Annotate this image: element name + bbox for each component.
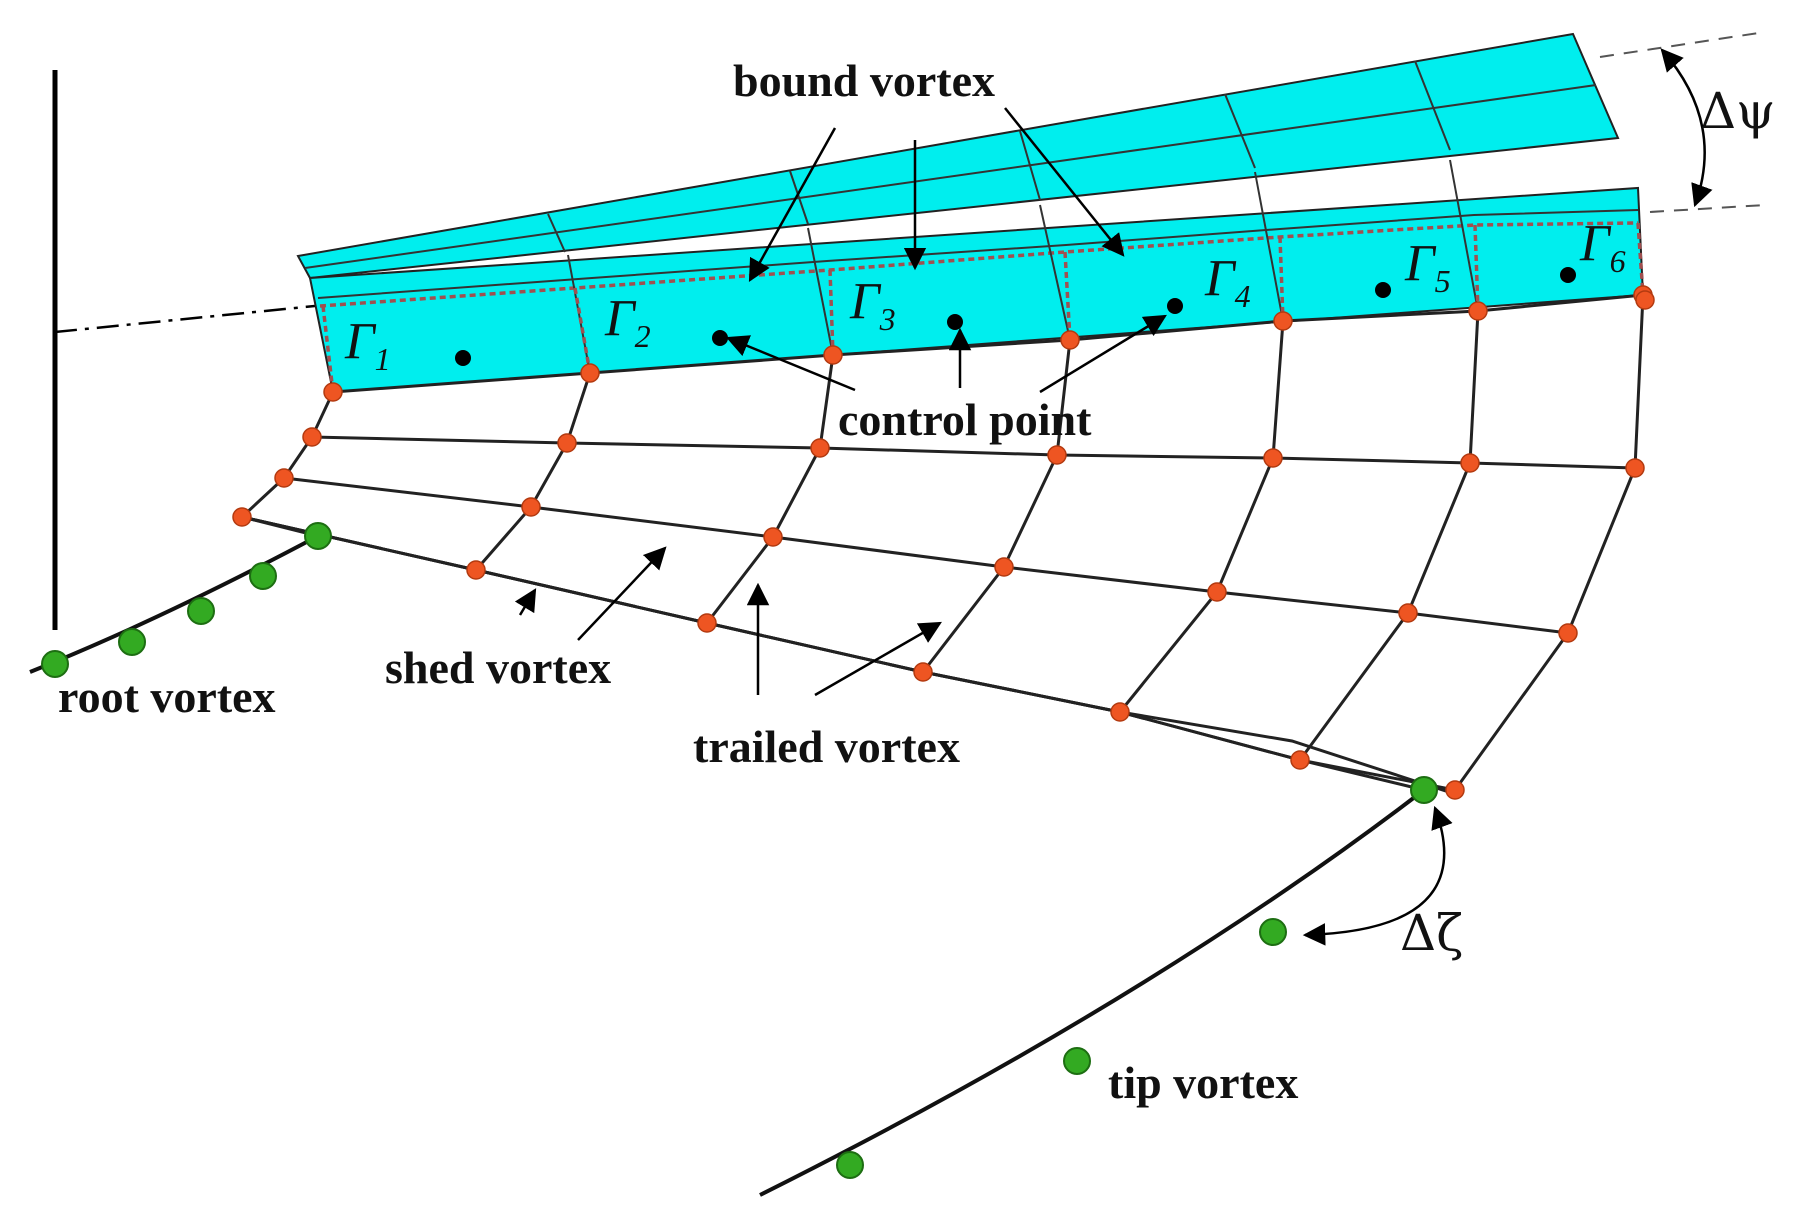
delta-psi-label: Δψ [1700, 82, 1775, 140]
circulation-label: Γ1 [344, 313, 391, 377]
control-point-dot [1167, 298, 1183, 314]
wake-node [1635, 290, 1655, 310]
wake-node [1290, 750, 1310, 770]
delta-zeta-arc [1302, 805, 1453, 946]
wake-node [232, 507, 252, 527]
wake-node [1110, 702, 1130, 722]
trailed-vortex-label: trailed vortex [693, 721, 960, 772]
wake-node [1273, 311, 1293, 331]
wake-node [323, 382, 343, 402]
wake-node [1468, 301, 1488, 321]
vortex-node [41, 650, 69, 678]
wake-node [557, 433, 577, 453]
control-point-dot [1560, 267, 1576, 283]
wake-node [521, 497, 541, 517]
control-point-dot [1375, 282, 1391, 298]
azimuth-ref-line-upper [1599, 31, 1766, 58]
wake-node [994, 557, 1014, 577]
control-point-label: control point [838, 394, 1092, 445]
vortex-node [836, 1151, 864, 1179]
reference-dashdot-line [54, 303, 326, 334]
wake-node [274, 468, 294, 488]
root-vortex-label: root vortex [58, 671, 276, 722]
wake-node [302, 427, 322, 447]
control-point-dot [455, 350, 471, 366]
control-points [455, 267, 1576, 366]
wake-node [580, 363, 600, 383]
circulation-label: Γ4 [1204, 250, 1251, 314]
wake-node [913, 662, 933, 682]
wake-node [1625, 458, 1645, 478]
shed-vortex-label: shed vortex [385, 642, 611, 693]
vortex-node [118, 628, 146, 656]
label-arrows [514, 107, 1167, 697]
wake-node [466, 560, 486, 580]
wake-node [1558, 623, 1578, 643]
delta-psi-arc [1660, 48, 1713, 208]
tip-vortex-label: tip vortex [1108, 1057, 1298, 1108]
circulation-labels: Γ1 Γ2 Γ3 Γ4 Γ5 Γ6 [344, 215, 1626, 377]
tip-vortex-curve [759, 788, 1426, 1197]
wake-node [763, 527, 783, 547]
previous-blade [296, 32, 1620, 280]
wake-node [1398, 603, 1418, 623]
root-vortex-curve [29, 534, 319, 674]
control-point-dot [712, 330, 728, 346]
vortex-node [1063, 1047, 1091, 1075]
wake-nodes [232, 285, 1655, 800]
wake-node [697, 613, 717, 633]
wake-node [1445, 780, 1465, 800]
circulation-label: Γ2 [604, 290, 651, 354]
vortex-node [1410, 776, 1438, 804]
control-point-dot [947, 314, 963, 330]
vortex-node [187, 597, 215, 625]
vortex-nodes [41, 522, 1438, 1179]
bound-vortex-label: bound vortex [733, 55, 995, 106]
wake-node [1460, 453, 1480, 473]
current-blade [308, 159, 1645, 394]
circulation-label: Γ3 [849, 273, 896, 337]
wake-node [823, 345, 843, 365]
wake-node [810, 438, 830, 458]
vortex-node [249, 562, 277, 590]
azimuth-ref-line-lower [1649, 204, 1766, 213]
delta-zeta-label: Δζ [1400, 904, 1463, 962]
vortex-node [304, 522, 332, 550]
vortex-node [1259, 918, 1287, 946]
wake-node [1047, 445, 1067, 465]
circulation-label: Γ6 [1579, 215, 1626, 279]
wake-node [1263, 448, 1283, 468]
wake-node [1207, 582, 1227, 602]
circulation-label: Γ5 [1404, 235, 1451, 299]
wake-node [1060, 330, 1080, 350]
